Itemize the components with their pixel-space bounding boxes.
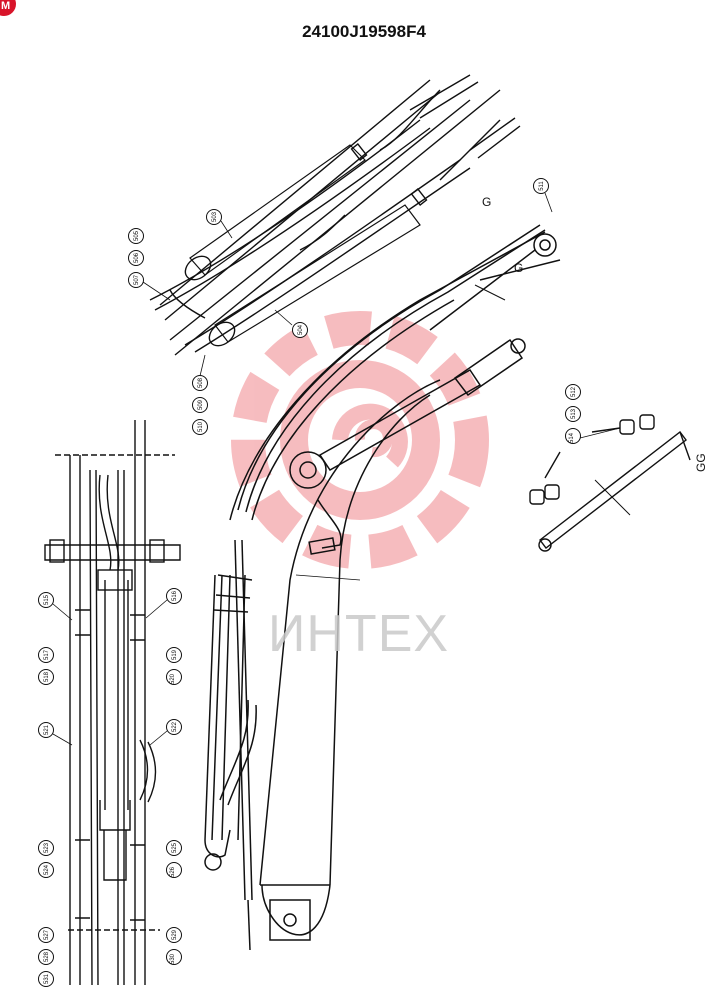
left-hose-detail [44,420,181,986]
callout-512: 512 [565,384,581,400]
svg-text:518: 518 [44,671,50,682]
callout-526: 526 [166,862,182,878]
svg-text:525: 525 [172,842,178,853]
callout-513: 513 [565,406,581,422]
svg-text:511: 511 [539,181,545,191]
svg-text:505: 505 [134,230,140,241]
callout-524: 524 [38,862,54,878]
callout-517: 517 [38,647,54,663]
svg-text:519: 519 [172,649,178,660]
callout-507: 507 [128,272,171,301]
callout-519: 519 [166,647,182,663]
callout-518: 518 [38,669,54,685]
callout-525: 525 [166,840,182,856]
svg-text:531: 531 [44,973,50,984]
svg-text:512: 512 [571,386,577,397]
callout-530: 530 [166,949,182,965]
svg-text:527: 527 [44,929,50,940]
svg-text:529: 529 [172,929,178,940]
clamp-detail [529,414,691,552]
callout-509: 509 [192,397,208,413]
svg-text:508: 508 [198,377,204,388]
top-hose-detail [149,74,521,356]
svg-text:523: 523 [44,842,50,853]
callout-508: 508 [192,354,208,391]
svg-text:513: 513 [571,408,577,419]
svg-text:507: 507 [134,274,140,285]
view-label-g1: G [482,195,491,209]
svg-text:517: 517 [44,649,50,660]
svg-text:503: 503 [212,211,218,222]
svg-text:516: 516 [172,590,178,601]
svg-text:524: 524 [44,864,50,875]
callout-527: 527 [38,927,54,943]
svg-text:510: 510 [198,421,204,432]
callout-514: 514 [565,427,621,444]
svg-text:522: 522 [172,721,178,732]
callout-528: 528 [38,949,54,965]
callout-505: 505 [128,228,144,244]
callout-511: 511 [533,178,553,213]
svg-text:515: 515 [44,594,50,605]
watermark-text: ИНТЕХ [268,605,450,663]
callout-515: 515 [38,592,73,621]
callout-503: 503 [206,209,233,239]
corner-logo: M [0,0,16,16]
svg-text:526: 526 [170,866,176,877]
svg-text:530: 530 [170,953,176,964]
view-label-gg: GG [694,453,708,472]
view-label-g2: G [514,261,523,275]
arm-assembly [204,224,561,951]
drawing-title: 24100J19598F4 [302,22,426,41]
callout-521: 521 [38,722,73,746]
callout-522: 522 [149,719,182,746]
svg-text:528: 528 [44,951,50,962]
svg-text:504: 504 [298,324,304,335]
callout-510: 510 [192,419,208,435]
svg-text:521: 521 [44,724,50,735]
callout-504: 504 [274,309,308,338]
callout-506: 506 [128,250,144,266]
svg-text:514: 514 [569,432,575,443]
callouts: 503 504 505 506 507 508 509 [38,178,621,987]
callout-531: 531 [38,971,54,987]
callout-516: 516 [145,588,182,619]
callout-520: 520 [166,669,182,685]
callout-529: 529 [166,927,182,943]
svg-text:509: 509 [198,399,204,410]
svg-text:520: 520 [170,673,176,684]
svg-text:506: 506 [134,252,140,263]
callout-523: 523 [38,840,54,856]
